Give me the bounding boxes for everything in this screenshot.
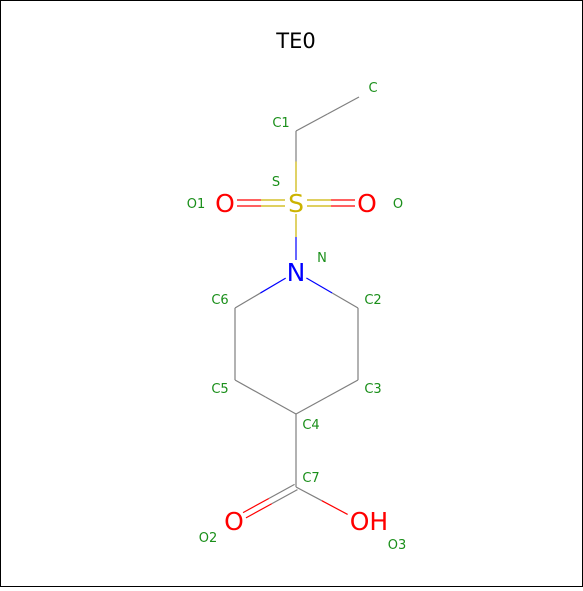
atom-label-o3: O3 bbox=[388, 538, 407, 553]
atom-label-o: O bbox=[393, 197, 403, 212]
oxygen-symbol-o1: O bbox=[215, 189, 235, 218]
atom-label-o1: O1 bbox=[187, 197, 206, 212]
bond-c3-c4-a bbox=[326, 379, 359, 398]
bond-c4-c5-b bbox=[234, 379, 266, 398]
atom-label-c3: C3 bbox=[364, 382, 381, 397]
bond-c7-o3-b bbox=[321, 500, 348, 515]
bond-n-c2-b bbox=[331, 292, 359, 309]
atom-label-c4: C4 bbox=[302, 418, 319, 433]
element-symbols: S O O N O OH bbox=[215, 189, 388, 536]
nitrogen-symbol: N bbox=[287, 258, 306, 287]
atom-label-n: N bbox=[317, 251, 327, 266]
molecule-title: TE0 bbox=[275, 29, 315, 53]
atom-label-c6: C6 bbox=[211, 293, 228, 308]
bond-c4-c5-a bbox=[265, 396, 297, 415]
bond-layer bbox=[234, 96, 360, 519]
oxygen-symbol-o: O bbox=[357, 189, 377, 218]
bond-c7-o2-2-a bbox=[268, 483, 295, 500]
hydroxyl-symbol-o3: OH bbox=[350, 507, 388, 536]
atom-label-c2: C2 bbox=[364, 293, 381, 308]
atom-label-c: C bbox=[368, 81, 377, 96]
atom-labels: C C1 S O1 O N C6 C2 C5 C3 C4 C7 O2 O3 bbox=[187, 81, 407, 553]
atom-label-s: S bbox=[272, 175, 280, 190]
bond-c-c1-a bbox=[327, 96, 360, 115]
oxygen-symbol-o2: O bbox=[224, 507, 244, 536]
bond-c7-o2-1-b bbox=[245, 503, 272, 519]
sulfur-symbol: S bbox=[288, 189, 304, 218]
bond-n-c6-a bbox=[260, 277, 286, 294]
atom-label-c7: C7 bbox=[302, 471, 319, 486]
bond-c-c1-b bbox=[295, 113, 328, 132]
atom-label-c5: C5 bbox=[211, 382, 228, 397]
bond-c7-o2-1-a bbox=[271, 489, 298, 505]
bond-n-c6-b bbox=[234, 292, 261, 309]
bond-c7-o3-a bbox=[295, 486, 323, 502]
bond-n-c2-a bbox=[306, 277, 333, 294]
bond-c7-o2-2-b bbox=[242, 497, 270, 514]
bond-c3-c4-b bbox=[295, 396, 328, 415]
atom-label-o2: O2 bbox=[199, 531, 218, 546]
atom-label-c1: C1 bbox=[272, 116, 289, 131]
